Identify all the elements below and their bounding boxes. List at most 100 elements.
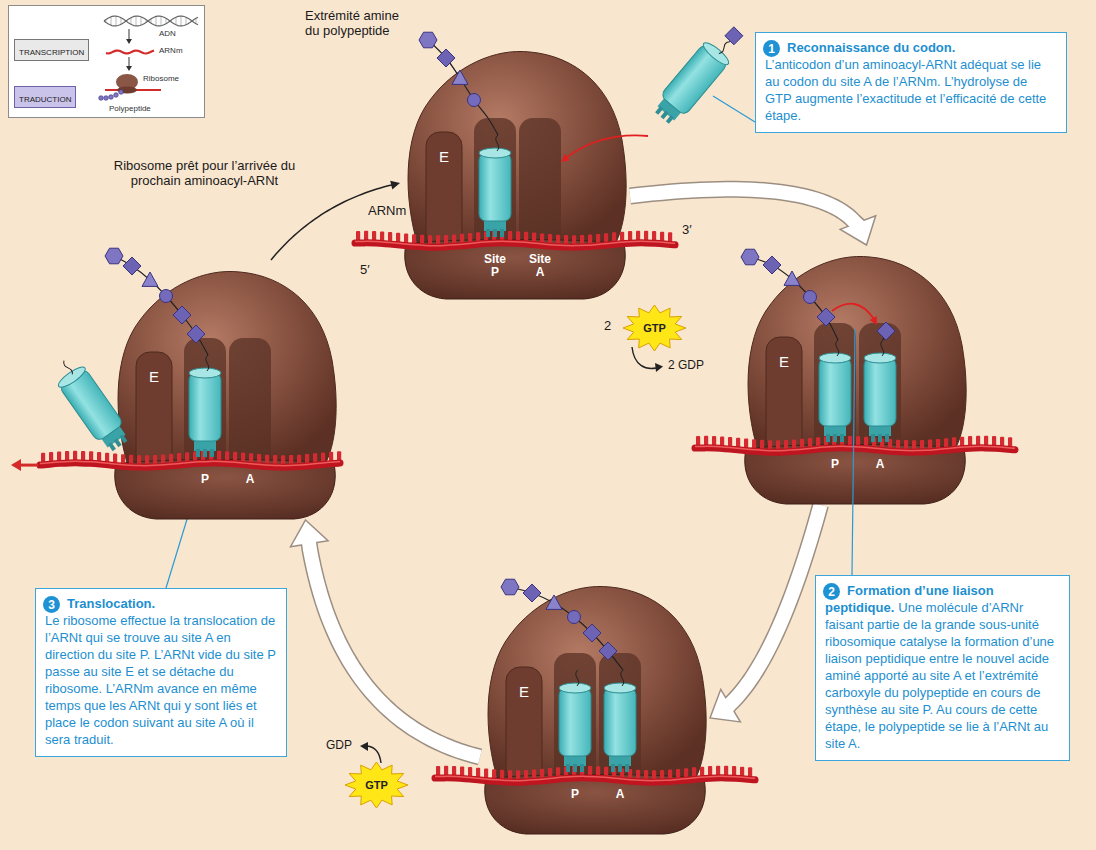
illustration-part [131,18,132,25]
ribosome: EPA [480,575,710,835]
arrow-head [126,66,132,71]
e-site [136,352,172,468]
arrow-body [630,189,859,226]
illustration-part [116,16,117,26]
amino-acid [599,642,617,660]
callout-box: 1Reconnaissance du codon.L’anticodon d’u… [755,32,1067,133]
illustration-part [217,451,221,461]
arrow-outline [727,505,820,708]
amino-acid [105,248,123,264]
illustration-part [559,688,591,756]
e-site [766,337,802,453]
illustration-part [819,358,851,426]
illustration-part [486,229,490,237]
site-label: A [607,788,633,801]
illustration-part [840,434,844,442]
site-socket [554,653,596,785]
illustration-part [826,434,830,442]
illustration-part [881,340,884,356]
amino-acid [437,49,455,67]
illustration-part [573,764,577,772]
illustration-part [444,766,448,776]
site-label: A [867,458,893,471]
callout-heading: Translocation. [45,596,155,611]
motion-arrow [566,135,648,158]
mrna-highlight [355,241,675,245]
illustration-part [189,373,221,441]
illustration-part [655,106,663,115]
illustration-part [73,451,77,461]
callout-number-text: 3 [48,598,55,612]
illustration-part [984,436,988,446]
callout-number: 3 [43,596,60,613]
amino-acid [741,249,759,265]
arrow-head [390,181,400,190]
illustration-part [161,16,162,26]
callout-number-text: 1 [768,42,775,56]
callout-heading: Reconnaissance du codon. [765,40,955,55]
callout-body: L’anticodon d’un aminoacyl-ARNt adéquat … [765,56,1057,124]
trna [819,340,851,442]
illustration-part [660,111,668,120]
amino-acid [142,272,158,286]
site-label: E [431,150,457,163]
amino-acid [877,322,895,340]
inset-label: ARNm [159,46,183,55]
amino-acid [187,325,205,343]
illustration-part [580,764,584,772]
text-label: 2 GDP [668,358,704,373]
amino-acid [763,256,781,274]
polypeptide-bead [99,96,104,101]
amino-acid [173,306,191,324]
illustration-part [189,368,221,378]
trna [48,353,133,455]
illustration-part [111,17,112,25]
cycle-arrow [271,181,400,260]
site-label: P [562,788,588,801]
node-shape [480,575,710,835]
polypeptide-bead [104,96,109,101]
leader-line [166,516,188,588]
text-label: GDP [326,738,352,753]
site-socket [474,118,516,250]
illustration-part [566,764,570,772]
illustration-part [636,231,640,241]
illustration-part [559,683,591,693]
arrow-head [360,742,368,751]
arrow-head [126,39,132,44]
site-label: Site P [482,253,508,279]
ribosome-icon [117,87,137,94]
illustration-part [436,766,440,776]
site-label: A [237,473,263,486]
illustration-part [724,766,728,776]
gtp-burst: GTP [623,305,686,351]
illustration-part [819,353,851,363]
arrow-line [271,184,395,260]
illustration-part [186,17,187,25]
illustration-part [704,436,708,446]
node-shape [110,260,340,520]
amino-acid [804,291,817,304]
site-label: P [822,458,848,471]
gtp-text: GTP [623,321,686,335]
site-label: E [771,355,797,368]
illustration-part [604,683,636,693]
site-socket [229,338,271,470]
illustration-part [588,766,592,776]
amino-acid [501,579,519,595]
illustration-part [718,40,731,54]
peptide-bond-line [428,40,498,135]
amino-acid [452,70,468,84]
process-box: TRADUCTION [14,86,76,108]
illustration-part [500,229,504,237]
illustration-part [848,436,852,446]
illustration-part [871,434,875,442]
trna [559,670,591,772]
leader-line [713,96,755,122]
illustration-part [496,135,499,151]
dna-helix [104,16,198,26]
polypeptide-bead [119,90,124,95]
burst-shape [623,305,686,351]
site-label: E [141,370,167,383]
